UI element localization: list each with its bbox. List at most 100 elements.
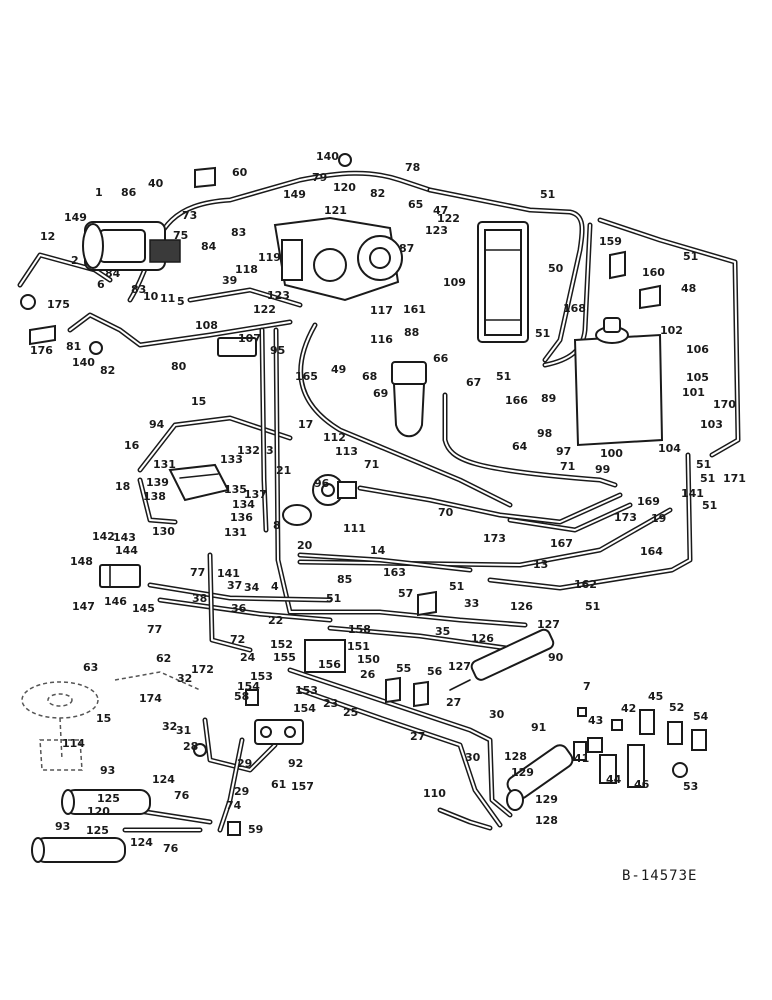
callout-152: 152 [270, 638, 293, 651]
callout-58: 58 [234, 690, 249, 703]
callout-159: 159 [599, 235, 622, 248]
callout-60: 60 [232, 166, 248, 179]
callout-3: 3 [266, 444, 274, 457]
callout-32: 32 [162, 720, 177, 733]
callout-128: 128 [504, 750, 527, 763]
callout-162: 162 [574, 578, 597, 591]
callout-84: 84 [201, 240, 217, 253]
callout-40: 40 [148, 177, 164, 190]
callout-51: 51 [540, 188, 555, 201]
line-47-inner [429, 189, 584, 361]
clamp-46 [627, 744, 645, 788]
fitting-42 [611, 719, 623, 731]
callout-83: 83 [131, 283, 146, 296]
plate-151 [304, 639, 346, 673]
callout-118: 118 [235, 263, 258, 276]
callout-173: 173 [483, 532, 506, 545]
callout-51: 51 [326, 592, 341, 605]
line-70-inner [359, 487, 621, 523]
line-35-inner [329, 627, 521, 651]
valve-94 [168, 463, 230, 502]
steering-wheel-63 [21, 671, 201, 771]
fitting-58 [245, 689, 259, 706]
callout-51: 51 [449, 580, 464, 593]
callout-104: 104 [658, 442, 681, 455]
callout-50: 50 [548, 262, 564, 275]
callout-130: 130 [152, 525, 175, 538]
callout-7: 7 [583, 680, 591, 693]
callout-113: 113 [335, 445, 358, 458]
callout-173: 173 [614, 511, 637, 524]
callout-2: 2 [71, 254, 79, 267]
callout-145: 145 [132, 602, 155, 615]
callout-77: 77 [190, 566, 205, 579]
nut-140 [338, 153, 352, 167]
callout-28: 28 [183, 740, 198, 753]
line-29-inner [204, 719, 276, 771]
callout-169: 169 [637, 495, 660, 508]
callout-29: 29 [237, 757, 252, 770]
callout-33: 33 [464, 597, 479, 610]
callout-86: 86 [121, 186, 137, 199]
line-2-inner [19, 254, 111, 286]
line-19-inner [489, 454, 691, 589]
callout-133: 133 [220, 453, 243, 466]
callout-94: 94 [149, 418, 165, 431]
valve-142 [99, 564, 141, 588]
callout-96: 96 [314, 477, 330, 490]
callout-51: 51 [696, 458, 711, 471]
callout-129: 129 [535, 793, 558, 806]
callout-30: 30 [465, 751, 481, 764]
pump-149 [273, 216, 403, 302]
line-48-inner [599, 219, 739, 456]
callout-74: 74 [226, 799, 242, 812]
line-80-inner [69, 314, 291, 346]
callout-132: 132 [237, 444, 260, 457]
callout-83: 83 [231, 226, 246, 239]
line-110-inner [439, 809, 491, 829]
callout-13: 13 [533, 558, 548, 571]
callout-89: 89 [541, 392, 556, 405]
callout-80: 80 [171, 360, 187, 373]
callout-46: 46 [634, 778, 650, 791]
callout-27: 27 [410, 730, 425, 743]
callout-149: 149 [283, 188, 306, 201]
callout-139: 139 [146, 476, 169, 489]
callout-1: 1 [95, 186, 103, 199]
line-36-inner [159, 599, 331, 621]
line-64-inner [444, 394, 616, 486]
callout-107: 107 [238, 332, 261, 345]
cylinder-90 [449, 628, 555, 691]
callout-42: 42 [621, 702, 636, 715]
line-18-inner [139, 479, 176, 523]
callout-88: 88 [404, 326, 419, 339]
fitting-175 [20, 294, 36, 310]
callout-124: 124 [130, 836, 153, 849]
cylinder-93-lower [31, 837, 126, 863]
callout-134: 134 [232, 498, 255, 511]
callout-151: 151 [347, 640, 370, 653]
callout-131: 131 [153, 458, 176, 471]
callout-122: 122 [253, 303, 276, 316]
callout-146: 146 [104, 595, 127, 608]
callout-156: 156 [318, 658, 341, 671]
callout-23: 23 [323, 697, 338, 710]
callout-59: 59 [248, 823, 263, 836]
callout-51: 51 [585, 600, 600, 613]
callout-171: 171 [723, 472, 746, 485]
callout-175: 175 [47, 298, 70, 311]
callout-51: 51 [683, 250, 698, 263]
callout-155: 155 [273, 651, 296, 664]
callout-99: 99 [595, 463, 610, 476]
fitting-59 [227, 821, 241, 836]
callout-29: 29 [234, 785, 249, 798]
callout-97: 97 [556, 445, 571, 458]
callout-90: 90 [548, 651, 564, 664]
bracket-57 [417, 590, 437, 617]
callout-154: 154 [293, 702, 316, 715]
callout-62: 62 [156, 652, 171, 665]
callout-148: 148 [70, 555, 93, 568]
callout-114: 114 [62, 737, 85, 750]
callout-14: 14 [370, 544, 386, 557]
callout-125: 125 [97, 792, 120, 805]
